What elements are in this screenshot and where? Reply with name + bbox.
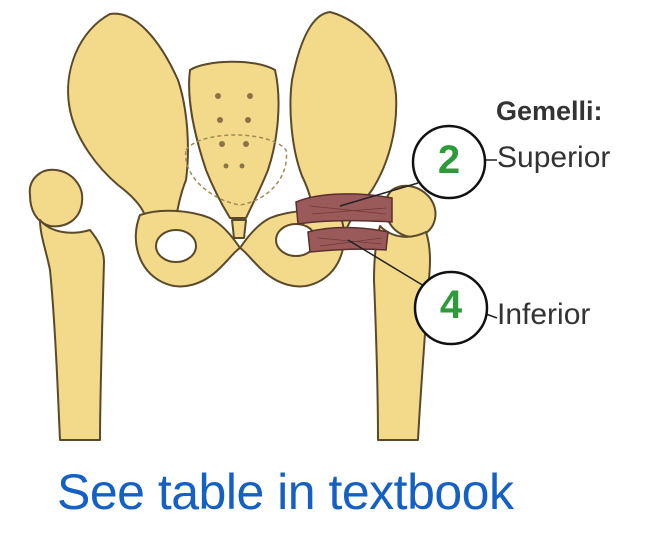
number-superior: 2 — [437, 138, 461, 182]
left-femur-head — [28, 168, 84, 228]
superior-label: Superior — [497, 141, 611, 174]
caption: See table in textbook — [57, 464, 514, 520]
left-obturator-foramen — [155, 229, 197, 263]
badge-superior — [411, 124, 487, 200]
left-iliac-wing — [67, 12, 189, 241]
pelvis-bones — [28, 11, 437, 441]
badge-inferior — [413, 270, 489, 346]
right-femur-shaft — [373, 225, 431, 441]
sacral-foramina — [215, 93, 253, 169]
number-inferior: 4 — [439, 283, 463, 327]
leader-line-inferior — [347, 239, 425, 287]
leader-line-superior — [339, 182, 419, 207]
pelvic-inlet — [184, 134, 288, 206]
left-femur-shaft — [39, 219, 105, 441]
leader-line-inferior-label — [485, 313, 498, 319]
right-femur-head — [384, 184, 437, 238]
gemelli-heading: Gemelli: — [496, 96, 603, 126]
superior-gemellus-muscle — [295, 193, 393, 225]
coccyx — [231, 219, 247, 239]
inferior-gemellus-muscle — [307, 226, 389, 253]
inferior-label: Inferior — [497, 298, 591, 331]
sacrum — [188, 60, 280, 219]
